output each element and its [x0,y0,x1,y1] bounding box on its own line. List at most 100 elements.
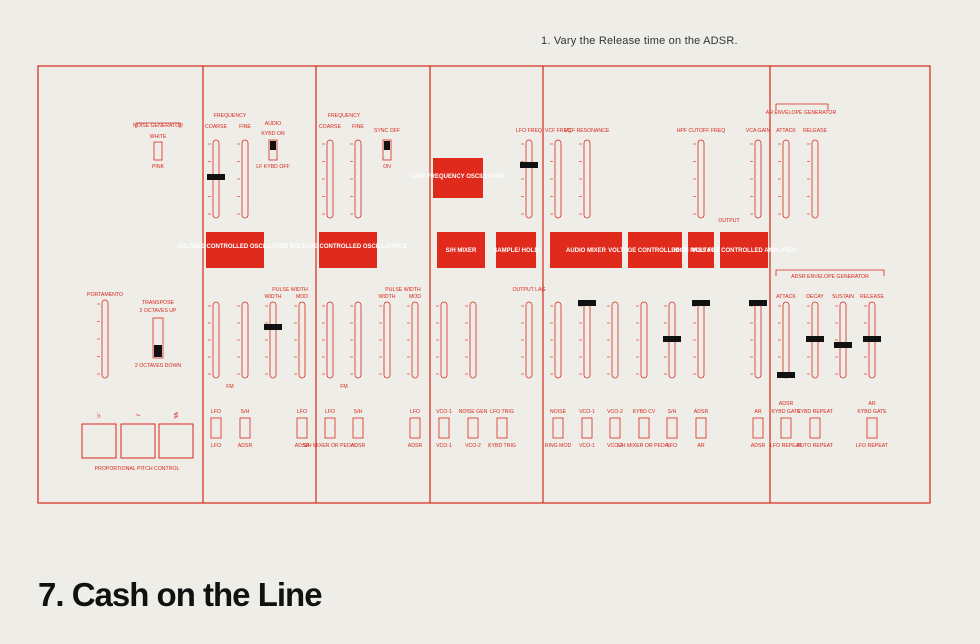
svg-text:WIDTH: WIDTH [265,294,282,300]
vcf-kybd-slider[interactable] [636,301,648,379]
sh-mixer-module [437,232,485,268]
adsr-sustain-slider-knob[interactable] [834,342,852,348]
mode-switch-7[interactable] [467,417,479,439]
svg-text:VCF RESONANCE: VCF RESONANCE [565,128,610,134]
vco2-fm-slider-1[interactable] [350,301,362,379]
adsr-release-slider-knob[interactable] [863,336,881,342]
mixer-vco1-slider-knob[interactable] [578,300,596,306]
mode-switch-14[interactable] [695,417,707,439]
vco1-fine-slider[interactable] [237,139,249,219]
mode-switch-2[interactable] [296,417,308,439]
svg-text:S/H: S/H [241,409,250,415]
lfo-freq-slider[interactable] [520,139,538,219]
vco2-fine-slider[interactable] [350,139,362,219]
transpose-switch[interactable] [152,317,164,359]
svg-text:VOLTAGE CONTROLLED OSCILLATOR: VOLTAGE CONTROLLED OSCILLATOR 1 [177,244,294,250]
panel-frame [37,65,931,504]
vca-slider-knob[interactable] [749,300,767,306]
mode-switch-6[interactable] [438,417,450,439]
portamento-slider[interactable] [97,299,109,379]
svg-text:LF KYBD OFF: LF KYBD OFF [256,164,289,170]
mixer-vco1-slider[interactable] [578,300,596,379]
vco1-coarse-slider-knob[interactable] [207,174,225,180]
filter-upper-slider-2[interactable] [693,139,705,219]
mixer-vco2-slider[interactable] [607,301,619,379]
adsr-decay-slider[interactable] [806,301,824,379]
audio-mixer-module [550,232,622,268]
svg-text:ATTACK: ATTACK [776,128,796,134]
vco1-fm-slider-0[interactable] [208,301,220,379]
vco1-fm-slider-1[interactable] [237,301,249,379]
mode-switch-8[interactable] [496,417,508,439]
svg-text:ATTACK: ATTACK [776,294,796,300]
mode-switch-16[interactable] [780,417,792,439]
sample-hold-module [496,232,536,268]
svg-text:KYBD REPEAT: KYBD REPEAT [797,409,834,415]
svg-text:DECAY: DECAY [806,294,824,300]
noise-switch[interactable] [153,141,163,161]
filter-upper-slider-3[interactable] [750,139,762,219]
ar-attack-slider[interactable] [778,139,790,219]
vco2-pw-mod-slider[interactable] [407,301,419,379]
svg-text:VOLTAGE CONTROLLED FILTER: VOLTAGE CONTROLLED FILTER [608,248,702,254]
vco1-pw-mod-slider[interactable] [294,301,306,379]
svg-text:MOD: MOD [409,294,421,300]
sh-slider-2[interactable] [521,301,533,379]
adsr-attack-slider-knob[interactable] [777,372,795,378]
svg-text:PULSE WIDTH: PULSE WIDTH [385,287,421,293]
adsr-release-slider[interactable] [863,301,881,379]
adsr-sustain-slider[interactable] [834,301,852,379]
mode-switch-5[interactable] [409,417,421,439]
vco1-coarse-slider[interactable] [207,139,225,219]
mode-switch-18[interactable] [866,417,878,439]
chapter-title: 7. Cash on the Line [38,576,323,613]
adsr-attack-slider[interactable] [777,301,795,379]
hpf-slider-knob[interactable] [692,300,710,306]
vco1-pw-width-slider[interactable] [264,301,282,379]
filter-upper-slider-1[interactable] [579,139,591,219]
mode-switch-4[interactable] [352,417,364,439]
svg-text:VCA GAIN: VCA GAIN [746,128,771,134]
svg-text:FREQUENCY: FREQUENCY [328,113,361,119]
vco1-audio-switch[interactable] [268,139,278,161]
svg-text:FINE: FINE [239,124,251,130]
svg-text:S/H MIXER: S/H MIXER [446,248,477,254]
svg-text:NOISE GENERATOR: NOISE GENERATOR [133,123,183,129]
vcf-sh-slider-knob[interactable] [663,336,681,342]
mode-switch-15[interactable] [752,417,764,439]
mode-switch-13[interactable] [666,417,678,439]
svg-text:KYBD GATE: KYBD GATE [771,409,801,415]
svg-text:ADSR: ADSR [408,443,423,449]
svg-text:LFO TRIG: LFO TRIG [490,409,514,415]
svg-text:COARSE: COARSE [319,124,341,130]
svg-text:~: ~ [135,410,140,420]
mode-switch-3[interactable] [324,417,336,439]
vcf-sh-slider[interactable] [663,301,681,379]
filter-upper-slider-0[interactable] [550,139,562,219]
svg-text:KYBD CV: KYBD CV [633,409,656,415]
mode-switch-9[interactable] [552,417,564,439]
mode-switch-10[interactable] [581,417,593,439]
mode-switch-17[interactable] [809,417,821,439]
sh-slider-1[interactable] [465,301,477,379]
hpf-slider[interactable] [692,300,710,379]
mode-switch-1[interactable] [239,417,251,439]
ar-release-slider[interactable] [807,139,819,219]
vco1-pw-width-slider-knob[interactable] [264,324,282,330]
sh-slider-0[interactable] [436,301,448,379]
vco2-fm-slider-0[interactable] [322,301,334,379]
svg-text:LFO: LFO [410,409,420,415]
mode-switch-11[interactable] [609,417,621,439]
svg-text:NOISE GEN: NOISE GEN [459,409,488,415]
vco2-coarse-slider[interactable] [322,139,334,219]
vca-slider[interactable] [749,300,767,379]
svg-text:PULSE WIDTH: PULSE WIDTH [272,287,308,293]
svg-text:♯: ♯ [174,410,179,420]
vco2-pw-width-slider[interactable] [379,301,391,379]
mode-switch-0[interactable] [210,417,222,439]
vco2-sync-switch[interactable] [382,139,392,161]
lfo-freq-slider-knob[interactable] [520,162,538,168]
mixer-noise-slider[interactable] [550,301,562,379]
mode-switch-12[interactable] [638,417,650,439]
adsr-decay-slider-knob[interactable] [806,336,824,342]
